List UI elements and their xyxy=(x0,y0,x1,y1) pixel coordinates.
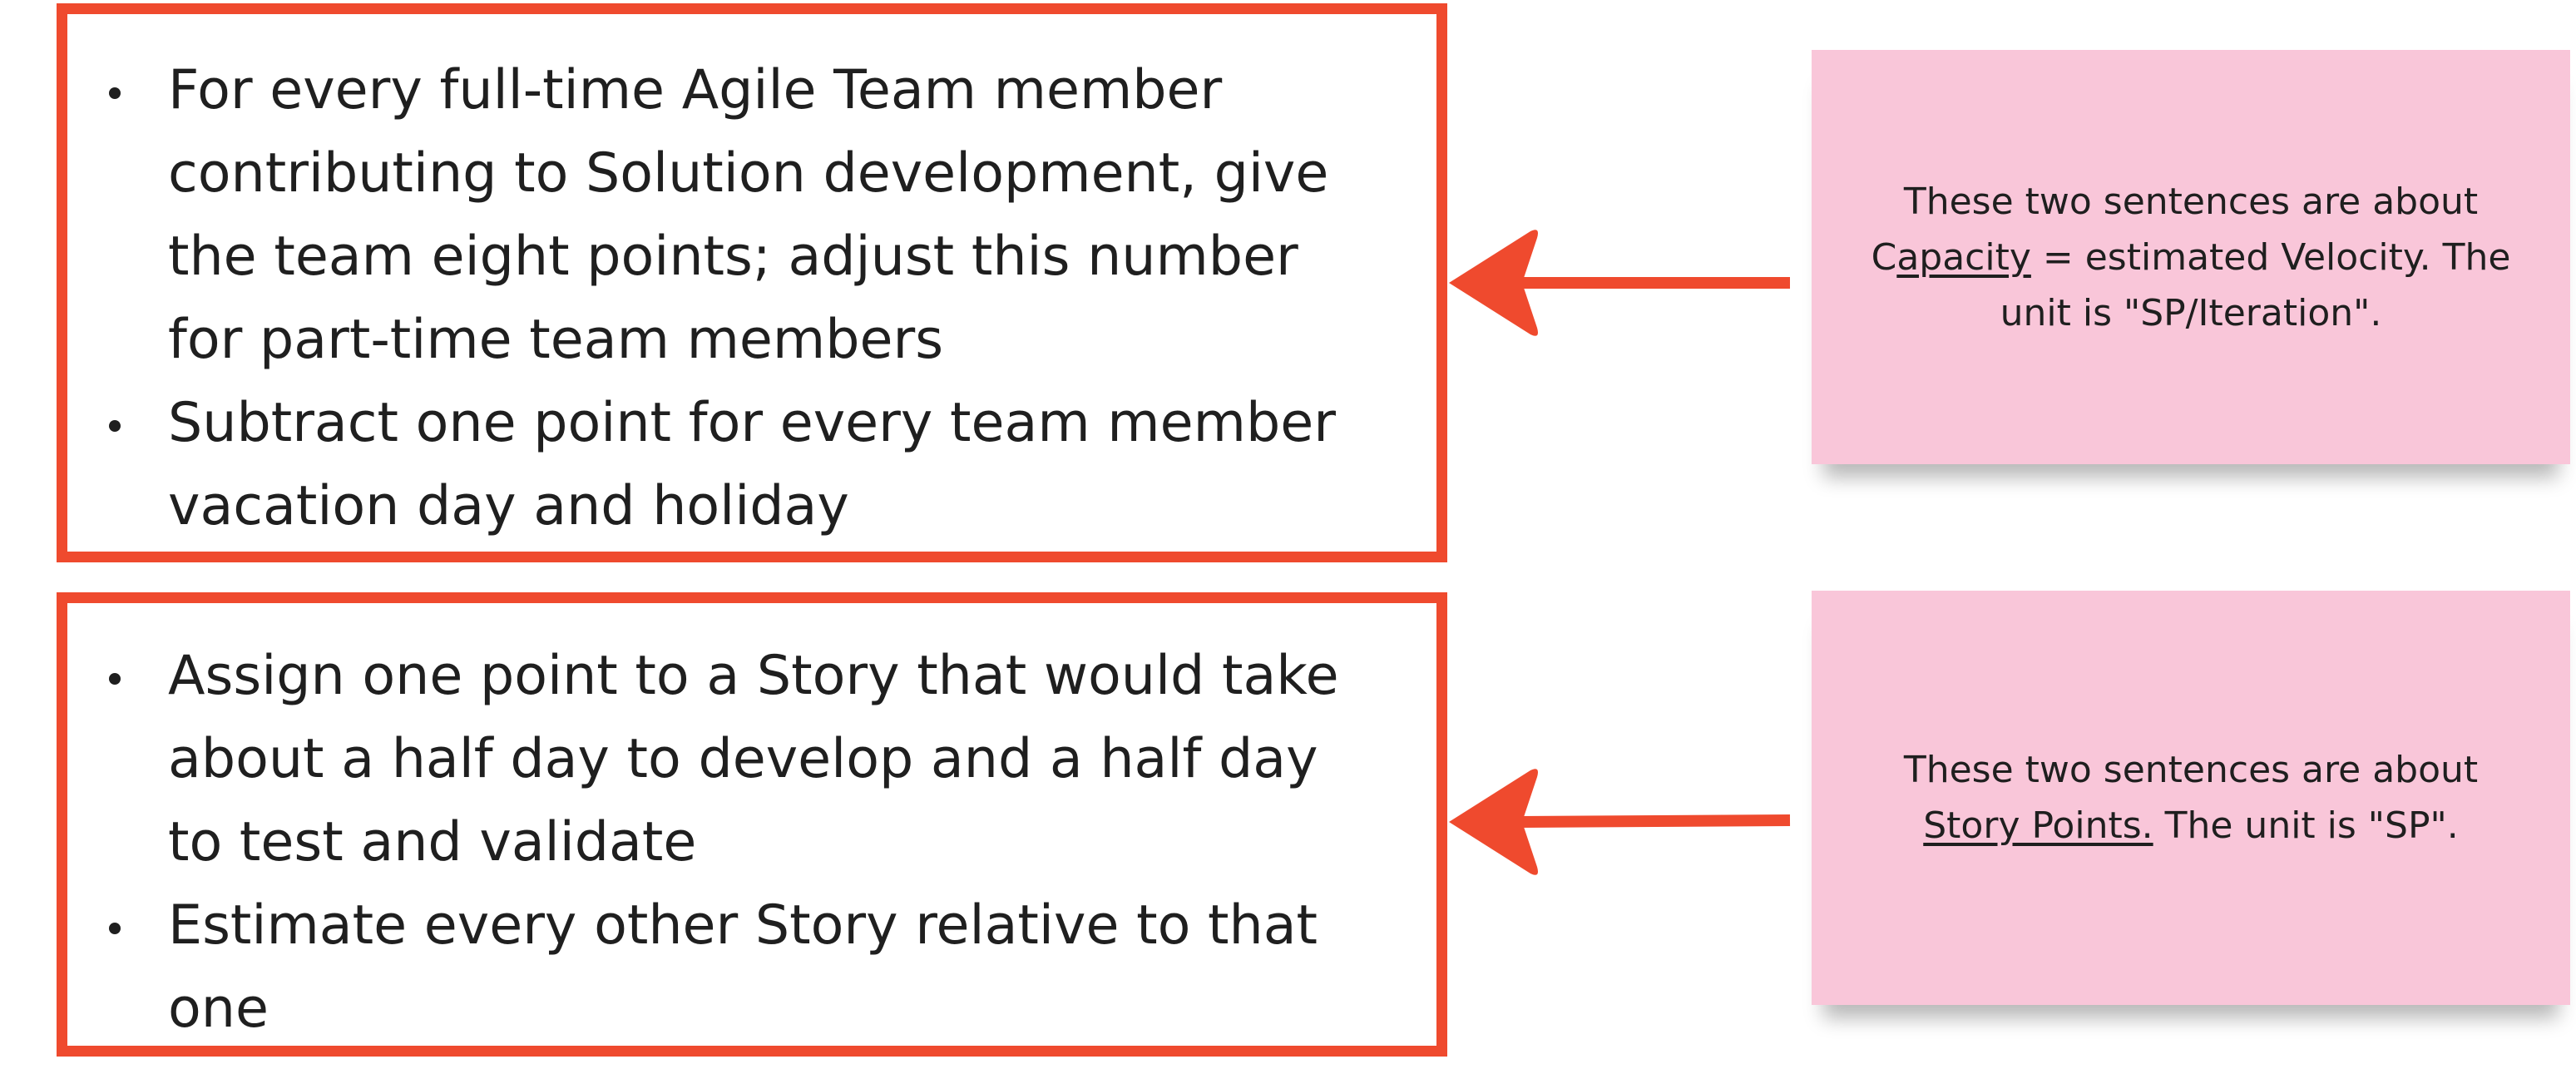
note-term-capacity: apacity xyxy=(1896,235,2031,279)
note-rest: The unit is "SP". xyxy=(2153,804,2459,847)
story-points-text-box: Assign one point to a Story that would t… xyxy=(57,592,1447,1057)
bullet-dot-icon xyxy=(109,673,121,685)
bullet-text: For every full-time Agile Team member co… xyxy=(168,59,1329,371)
note-rest: = estimated Velocity. The unit is "SP/It… xyxy=(2000,235,2511,334)
story-points-bullet-list: Assign one point to a Story that would t… xyxy=(67,635,1436,1051)
list-item: Estimate every other Story relative to t… xyxy=(67,884,1436,1051)
note-term-story-points: Story Points. xyxy=(1923,804,2153,847)
capacity-note-text: These two sentences are about Capacity =… xyxy=(1845,174,2537,341)
list-item: Subtract one point for every team member… xyxy=(67,382,1436,548)
bullet-dot-icon xyxy=(109,87,121,99)
bullet-text: Estimate every other Story relative to t… xyxy=(168,894,1318,1040)
bullet-dot-icon xyxy=(109,923,121,934)
arrow-left-icon xyxy=(1449,230,1790,336)
bullet-text: Assign one point to a Story that would t… xyxy=(168,645,1339,874)
list-item: Assign one point to a Story that would t… xyxy=(67,635,1436,884)
note-intro: These two sentences are about xyxy=(1903,749,2479,791)
capacity-text-box: For every full-time Agile Team member co… xyxy=(57,3,1447,562)
bullet-dot-icon xyxy=(109,420,121,432)
note-intro: These two sentences are about xyxy=(1903,180,2479,223)
note-term-prefix: C xyxy=(1871,235,1897,279)
capacity-bullet-list: For every full-time Agile Team member co… xyxy=(67,49,1436,548)
bullet-text: Subtract one point for every team member… xyxy=(168,392,1336,537)
story-points-sticky-note[interactable]: These two sentences are about Story Poin… xyxy=(1812,591,2570,1005)
list-item: For every full-time Agile Team member co… xyxy=(67,49,1436,382)
capacity-sticky-note[interactable]: These two sentences are about Capacity =… xyxy=(1812,50,2570,464)
story-note-text: These two sentences are about Story Poin… xyxy=(1904,742,2478,854)
arrow-left-icon xyxy=(1449,769,1791,875)
